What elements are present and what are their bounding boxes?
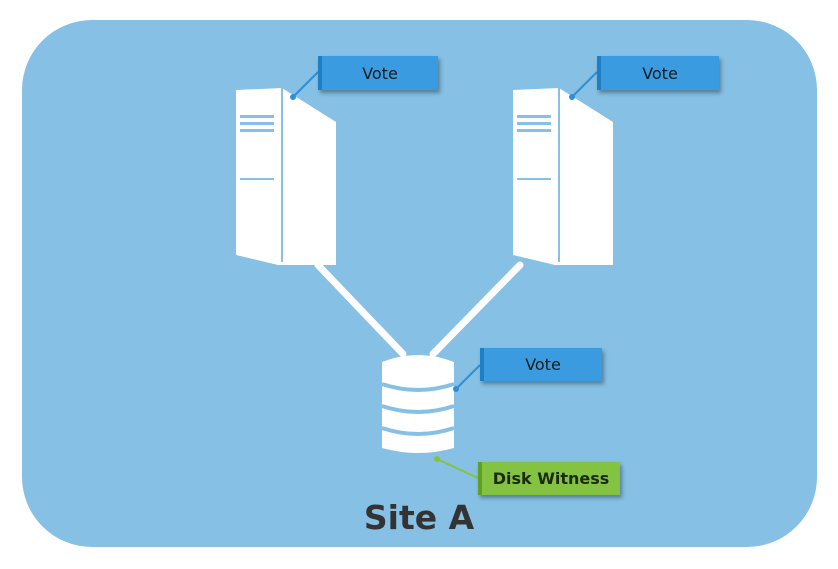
site-title: Site A bbox=[363, 498, 475, 537]
callout-connector-disk-vote bbox=[453, 364, 481, 392]
vote-label-disk: Vote bbox=[480, 348, 602, 381]
disk-witness-label: Disk Witness bbox=[478, 462, 620, 495]
database-icon bbox=[381, 355, 455, 453]
site-a-region bbox=[22, 20, 817, 547]
callout-connector-right bbox=[569, 71, 598, 100]
server-right-icon bbox=[513, 88, 613, 265]
link-left-server-to-witness bbox=[314, 261, 407, 358]
callout-connector-witness bbox=[434, 456, 479, 479]
callout-connector-left bbox=[290, 71, 319, 100]
vote-label-right-server: Vote bbox=[597, 56, 719, 90]
vote-label-left-server: Vote bbox=[318, 56, 438, 90]
link-right-server-to-witness bbox=[429, 261, 524, 358]
server-left-icon bbox=[236, 88, 336, 265]
